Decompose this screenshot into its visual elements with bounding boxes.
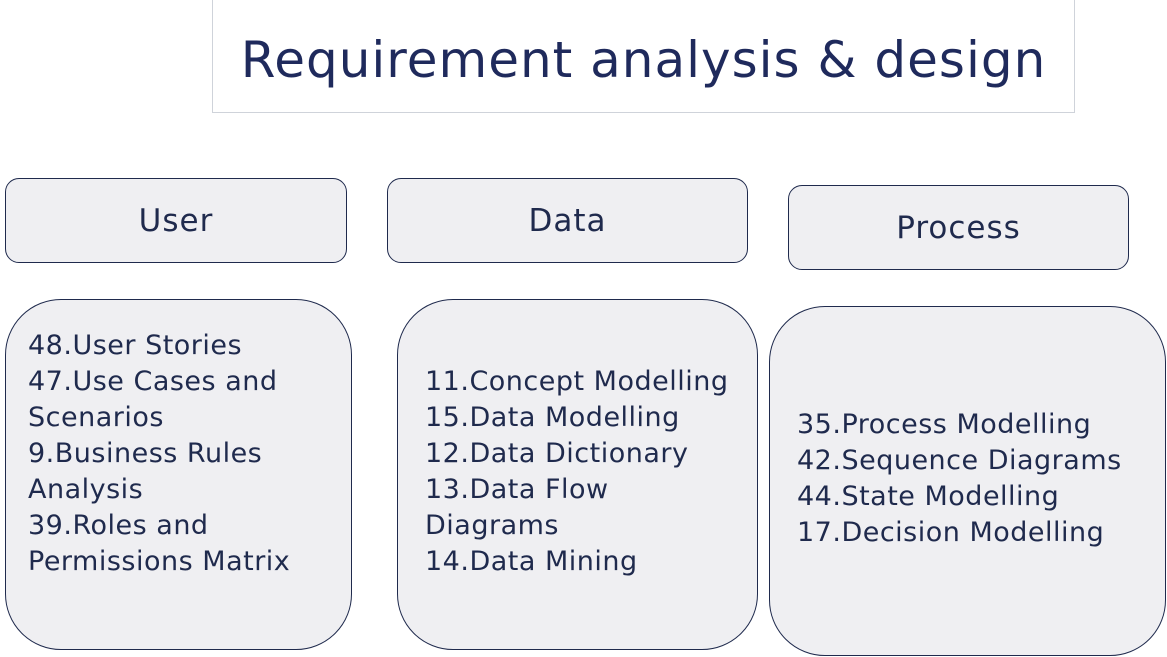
list-item: 44.State Modelling (797, 481, 1060, 512)
process-header-box: Process (788, 185, 1129, 270)
user-header-box: User (5, 178, 347, 263)
list-item: Scenarios (28, 402, 164, 433)
data-items-list: 11.Concept Modelling 15.Data Modelling 1… (425, 364, 729, 580)
user-items-list: 48.User Stories 47.Use Cases and Scenari… (28, 328, 290, 580)
list-item: 12.Data Dictionary (425, 438, 689, 469)
data-header-box: Data (387, 178, 748, 263)
list-item: 15.Data Modelling (425, 402, 680, 433)
list-item: 17.Decision Modelling (797, 517, 1105, 548)
list-item: Analysis (28, 474, 144, 505)
list-item: 9.Business Rules (28, 438, 263, 469)
list-item: 47.Use Cases and (28, 366, 278, 397)
list-item: 48.User Stories (28, 330, 243, 361)
process-items-box: 35.Process Modelling 42.Sequence Diagram… (769, 306, 1166, 656)
list-item: 35.Process Modelling (797, 409, 1092, 440)
list-item: 39.Roles and (28, 510, 209, 541)
user-items-box: 48.User Stories 47.Use Cases and Scenari… (5, 299, 352, 650)
process-items-list: 35.Process Modelling 42.Sequence Diagram… (797, 407, 1122, 551)
user-header-label: User (138, 202, 214, 239)
data-header-label: Data (528, 202, 607, 239)
diagram-title: Requirement analysis & design (240, 30, 1047, 89)
list-item: Permissions Matrix (28, 546, 291, 577)
data-items-box: 11.Concept Modelling 15.Data Modelling 1… (397, 299, 758, 650)
list-item: 42.Sequence Diagrams (797, 445, 1122, 476)
list-item: 13.Data Flow (425, 474, 609, 505)
list-item: Diagrams (425, 510, 559, 541)
list-item: 11.Concept Modelling (425, 366, 729, 397)
title-box: Requirement analysis & design (212, 0, 1075, 113)
list-item: 14.Data Mining (425, 546, 638, 577)
process-header-label: Process (896, 209, 1021, 246)
